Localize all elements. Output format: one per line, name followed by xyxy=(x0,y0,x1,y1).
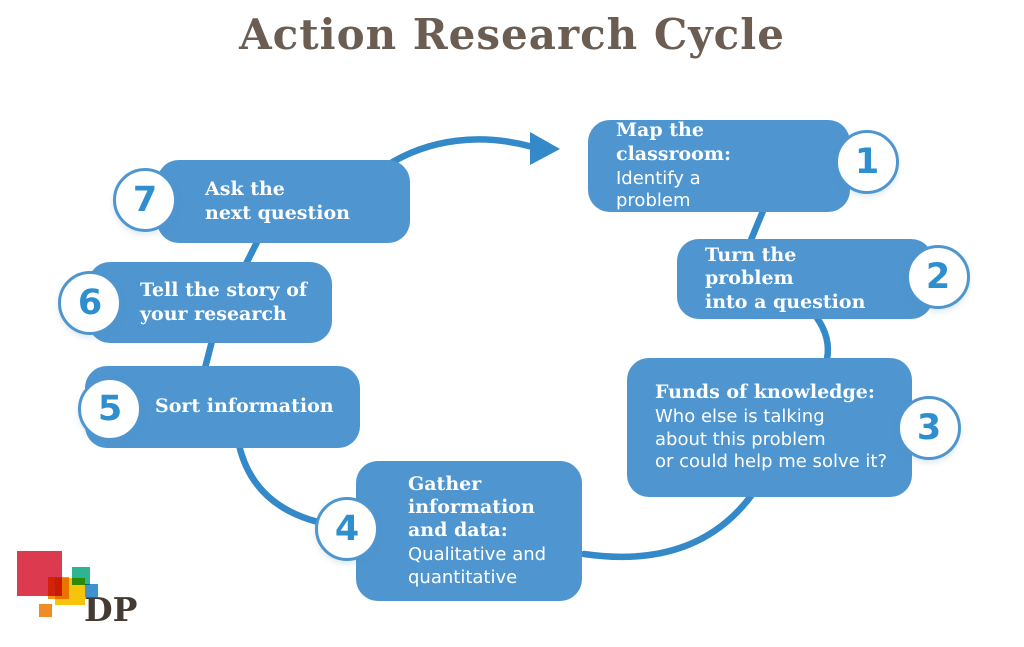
step-number-badge-1: 1 xyxy=(835,130,899,194)
step-3-subtitle: Who else is talking about this problem o… xyxy=(655,406,888,473)
page-title: Action Research Cycle xyxy=(239,10,785,59)
connector-6-7 xyxy=(242,236,262,268)
step-box-3: Funds of knowledge: Who else is talking … xyxy=(627,358,912,497)
connector-3-4 xyxy=(580,492,755,560)
step-number-badge-4: 4 xyxy=(315,497,379,561)
step-6-title: Tell the story of your research xyxy=(140,279,308,325)
step-number: 4 xyxy=(334,508,360,549)
step-box-4: Gather information and data: Qualitative… xyxy=(356,461,582,601)
step-1-subtitle: Identify a problem xyxy=(616,167,701,212)
logo-blue-square xyxy=(85,584,98,597)
logo-orange-square xyxy=(39,604,52,617)
step-1-title: Map the classroom: xyxy=(616,119,731,165)
step-number-badge-2: 2 xyxy=(906,245,970,309)
step-number-badge-3: 3 xyxy=(897,396,961,460)
connector-5-6 xyxy=(201,337,216,372)
step-number: 6 xyxy=(77,282,103,323)
step-4-title: Gather information and data: xyxy=(408,472,535,542)
step-number: 3 xyxy=(916,407,942,448)
step-3-title: Funds of knowledge: xyxy=(655,381,875,404)
connector-1-2 xyxy=(747,207,767,244)
connector-4-5 xyxy=(235,441,322,526)
step-box-2: Turn the problem into a question xyxy=(677,239,933,319)
step-number: 1 xyxy=(854,141,880,182)
step-box-7: Ask the next question xyxy=(157,160,410,243)
step-number-badge-7: 7 xyxy=(113,168,177,232)
step-box-5: Sort information xyxy=(85,366,360,448)
step-4-subtitle: Qualitative and quantitative xyxy=(408,544,547,588)
dp-logo: DP xyxy=(0,540,180,647)
step-box-6: Tell the story of your research xyxy=(88,262,332,343)
step-5-title: Sort information xyxy=(155,395,334,418)
step-number: 7 xyxy=(132,179,158,220)
step-2-title: Turn the problem into a question xyxy=(705,244,866,313)
logo-text: DP xyxy=(84,590,138,629)
step-number-badge-6: 6 xyxy=(58,271,122,335)
step-box-1: Map the classroom: Identify a problem xyxy=(588,119,850,212)
step-number-badge-5: 5 xyxy=(78,377,142,441)
connector-2-3 xyxy=(813,314,832,363)
step-7-title: Ask the next question xyxy=(205,178,350,224)
logo-teal-square xyxy=(72,567,90,585)
step-number: 5 xyxy=(97,388,123,429)
step-number: 2 xyxy=(925,256,951,297)
cycle-arrow-icon xyxy=(382,132,560,170)
